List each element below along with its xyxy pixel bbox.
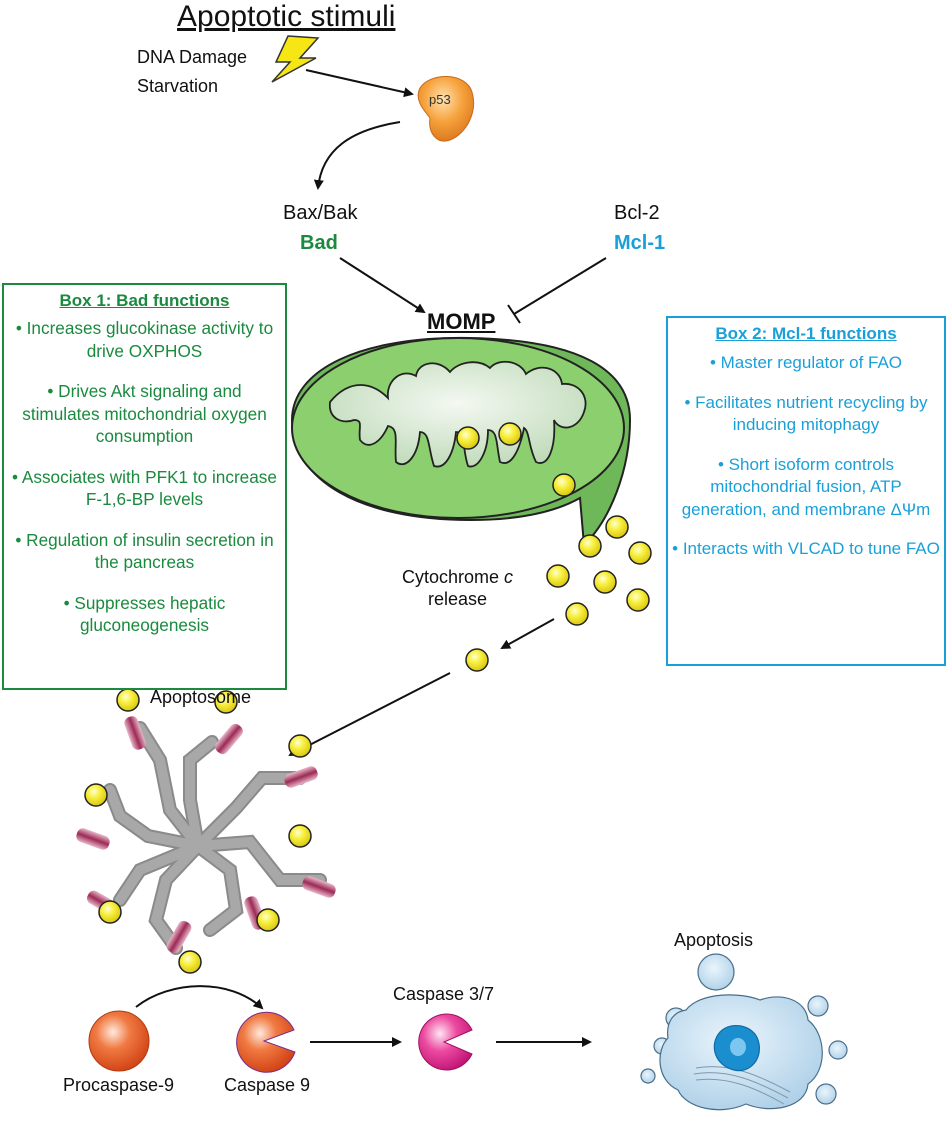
bad-to-momp-arrow xyxy=(339,257,426,314)
mcl1-label: Mcl-1 xyxy=(614,232,666,254)
box2-item: • Interacts with VLCAD to tune FAO xyxy=(672,539,940,558)
box1-title: Box 1: Bad functions xyxy=(59,291,230,310)
box1-list: • Increases glucokinase activity to driv… xyxy=(4,317,285,637)
stimulus-starvation: Starvation xyxy=(137,76,219,96)
box2-item: • Master regulator of FAO xyxy=(709,353,903,372)
momp-label: MOMP xyxy=(427,309,496,334)
bax-bak-label: Bax/Bak xyxy=(283,202,358,224)
box1-item: • Increases glucokinase activity to driv… xyxy=(15,318,274,361)
cytc-to-apoptosome-arrow xyxy=(288,672,451,756)
procaspase-9-label: Procaspase-9 xyxy=(63,1075,175,1095)
page-title: Apoptotic stimuli xyxy=(177,0,396,33)
box1-item: • Associates with PFK1 to increase F-1,6… xyxy=(12,466,277,510)
box1-bad-functions: Box 1: Bad functions • Increases glucoki… xyxy=(2,283,287,690)
p53-to-bax-arrow xyxy=(313,121,401,190)
box2-item: • Facilitates nutrient recycling by indu… xyxy=(684,392,928,435)
procaspase-9-icon xyxy=(88,1010,150,1072)
cytochrome-c-release-label: Cytochrome c release xyxy=(402,566,513,610)
processing-arrow xyxy=(135,985,264,1010)
release-text: release xyxy=(428,589,488,609)
caspase-3-7-label: Caspase 3/7 xyxy=(393,984,495,1004)
cytochrome-italic-c: c xyxy=(504,567,514,587)
box2-list: • Master regulator of FAO • Facilitates … xyxy=(668,352,944,561)
apoptotic-cell-icon xyxy=(640,953,848,1111)
bcl2-label: Bcl-2 xyxy=(614,202,660,224)
box1-item: • Regulation of insulin secretion in the… xyxy=(15,529,274,573)
box1-item: • Suppresses hepatic gluconeogenesis xyxy=(63,592,226,636)
cytochrome-text: Cytochrome xyxy=(402,567,505,587)
caspase-9-label: Caspase 9 xyxy=(224,1075,311,1095)
p53-protein-icon xyxy=(417,75,474,142)
stimuli-to-p53-arrow xyxy=(305,69,414,98)
p53-label: p53 xyxy=(429,92,451,107)
lightning-bolt-icon xyxy=(271,35,320,83)
release-arrow xyxy=(500,618,555,649)
cytochrome-c-particles xyxy=(456,422,652,672)
caspase-3-7-icon xyxy=(418,1013,473,1071)
apoptosome-label: Apoptosome xyxy=(150,687,252,707)
inhibition-bar xyxy=(507,304,521,324)
apoptosome-icon xyxy=(76,688,336,974)
bad-label: Bad xyxy=(300,232,338,254)
box2-mcl1-functions: Box 2: Mcl-1 functions • Master regulato… xyxy=(666,316,946,666)
box2-title: Box 2: Mcl-1 functions xyxy=(715,324,897,343)
apoptosis-label: Apoptosis xyxy=(674,930,754,950)
stimulus-dna-damage: DNA Damage xyxy=(137,47,248,67)
mcl1-inhibits-momp xyxy=(513,257,607,315)
box1-item: • Drives Akt signaling and stimulates mi… xyxy=(22,381,267,446)
caspase-9-icon xyxy=(236,1011,296,1073)
box2-item: • Short isoform controls mitochondrial f… xyxy=(681,454,931,519)
